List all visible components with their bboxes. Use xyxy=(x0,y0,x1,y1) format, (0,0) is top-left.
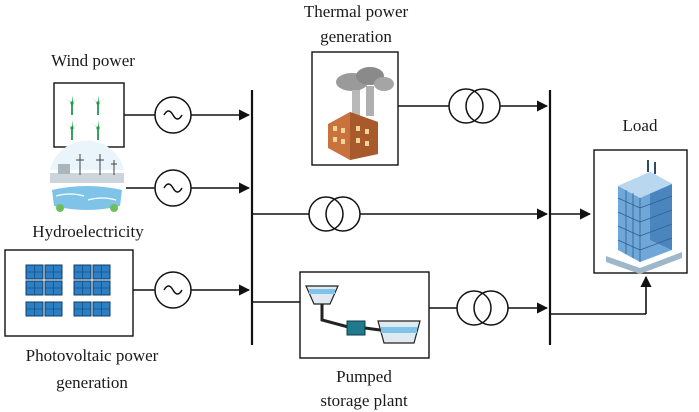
wind-feeder xyxy=(124,96,251,134)
ac-generator-icon xyxy=(154,271,192,309)
factory-icon xyxy=(328,67,394,160)
hydroelectricity-label: Hydroelectricity xyxy=(32,222,144,241)
photovoltaic-label-line2: generation xyxy=(56,373,128,392)
office-building-icon xyxy=(606,160,682,274)
thermal-feeder xyxy=(398,88,549,124)
pumped-storage-feeder xyxy=(252,290,549,326)
wind-power-label: Wind power xyxy=(51,51,135,70)
transformer-icon xyxy=(456,290,509,326)
thermal-label-line2: generation xyxy=(320,27,392,46)
pumped-storage-source xyxy=(299,271,430,359)
load-box xyxy=(593,149,688,274)
pv-feeder xyxy=(133,271,251,309)
ac-generator-icon xyxy=(154,169,192,207)
pumped-storage-label-line2: storage plant xyxy=(320,391,408,410)
load-label: Load xyxy=(623,116,658,135)
direct-transmission-line xyxy=(252,196,549,232)
wind-power-source xyxy=(53,82,125,148)
photovoltaic-source xyxy=(4,249,134,337)
load-feeders xyxy=(550,208,652,315)
hydroelectric-plant-icon xyxy=(48,140,126,223)
pumped-storage-label-line1: Pumped xyxy=(336,367,392,386)
pumped-storage-icon xyxy=(305,285,421,344)
ac-generator-icon xyxy=(154,96,192,134)
thermal-power-source xyxy=(311,51,399,166)
photovoltaic-label-line1: Photovoltaic power xyxy=(26,346,159,365)
transformer-icon xyxy=(308,196,361,232)
thermal-label-line1: Thermal power xyxy=(304,2,409,21)
hydro-feeder xyxy=(126,169,251,207)
transformer-icon xyxy=(448,88,501,124)
